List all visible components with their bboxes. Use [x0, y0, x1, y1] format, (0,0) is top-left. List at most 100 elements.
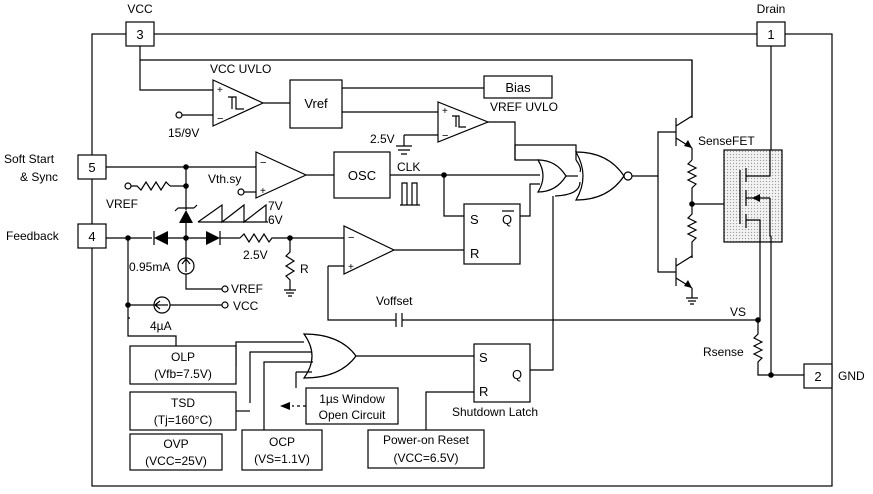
- pwm-comparator: − +: [343, 225, 396, 275]
- zener-diode: [174, 198, 198, 238]
- rsense-resistor: [752, 320, 771, 376]
- rsense-label: Rsense: [703, 345, 744, 359]
- ss-vref-terminal: [124, 182, 132, 190]
- ovp-label-2: (VCC=25V): [145, 454, 207, 468]
- vref-block: [289, 79, 343, 129]
- ocp-box: [241, 429, 323, 471]
- protection-or-gate: [302, 333, 357, 379]
- voffset-label: Voffset: [376, 294, 413, 308]
- vcc-src-label: VCC: [233, 299, 259, 313]
- osc-block: [333, 151, 391, 199]
- i-4ua-label: 4µA: [150, 319, 172, 333]
- sr-s-label: S: [470, 212, 479, 227]
- por-box: [367, 429, 485, 469]
- sr-r-label: R: [470, 246, 479, 261]
- vs-label: VS: [730, 305, 746, 319]
- sync-comparator: − +: [255, 151, 308, 199]
- por-label-1: Power-on Reset: [383, 433, 470, 447]
- tsd-box: [129, 391, 237, 431]
- fb-resistor: [239, 232, 344, 244]
- latch-r-label: R: [479, 384, 488, 399]
- pin-drain-number: 1: [767, 27, 774, 42]
- vref-uvlo-comparator: + − VREF UVLO: [437, 100, 558, 143]
- pin-vcc: VCC 3: [125, 2, 155, 47]
- r-label: R: [300, 262, 309, 276]
- sr-flipflop: [463, 203, 521, 265]
- ramp-waveform-icon: [197, 203, 268, 224]
- vth-sy-label: Vth.sy: [208, 172, 241, 186]
- ocp-label-1: OCP: [269, 435, 295, 449]
- pin-gnd-number: 2: [814, 369, 821, 384]
- ss-vref-label: VREF: [106, 197, 138, 211]
- pin-soft-start-number: 5: [88, 160, 95, 175]
- pin-gnd: 2 GND: [803, 363, 865, 389]
- olp-label-1: OLP: [171, 350, 195, 364]
- pin-feedback-number: 4: [88, 229, 95, 244]
- pulldown-resistor: [284, 238, 296, 297]
- pin-feedback: Feedback 4: [6, 223, 107, 249]
- tsd-label-2: (Tj=160°C): [154, 413, 212, 427]
- upper-transistor: [675, 60, 693, 149]
- pin-soft-start-label-1: Soft Start: [4, 152, 55, 166]
- vcc-uvlo-comparator: + − VCC UVLO: [210, 62, 271, 127]
- svg-text:+: +: [348, 262, 354, 273]
- window-label-1: 1µs Window: [319, 392, 385, 406]
- pin-soft-start: Soft Start & Sync 5: [4, 152, 107, 184]
- nor-gate: [574, 151, 625, 201]
- svg-text:+: +: [217, 85, 223, 96]
- sr-q-label: Q: [502, 212, 512, 227]
- uvlo-ref-terminal: [175, 111, 183, 119]
- pin-gnd-label: GND: [838, 369, 865, 383]
- ocp-label-2: (VS=1.1V): [254, 452, 310, 466]
- ramp-6v-label: 6V: [268, 213, 283, 227]
- clk-label: CLK: [397, 160, 420, 174]
- latch-name-label: Shutdown Latch: [452, 405, 538, 419]
- olp-label-2: (Vfb=7.5V): [154, 367, 212, 381]
- svg-text:−: −: [217, 113, 223, 125]
- gate-resistor-top: [686, 159, 698, 204]
- pin-vcc-label: VCC: [127, 2, 153, 16]
- window-box: [305, 387, 399, 425]
- ovp-label-1: OVP: [163, 437, 188, 451]
- vref-uvlo-label: VREF UVLO: [490, 100, 558, 114]
- shutdown-latch: [473, 343, 531, 403]
- svg-text:+: +: [442, 106, 448, 117]
- pin-feedback-label: Feedback: [6, 229, 60, 243]
- pin-vcc-number: 3: [136, 27, 143, 42]
- svg-text:−: −: [260, 157, 266, 169]
- clk-pulse-icon: [400, 182, 420, 206]
- pin-drain-label: Drain: [757, 2, 786, 16]
- ovp-box: [129, 433, 223, 471]
- vref-label: Vref: [304, 96, 328, 111]
- i-095-label: 0.95mA: [129, 260, 170, 274]
- pin-soft-start-label-2: & Sync: [20, 170, 58, 184]
- vcc-uvlo-label: VCC UVLO: [210, 62, 271, 76]
- clk-voltage-label: 2.5V: [370, 132, 395, 146]
- svg-text:−: −: [442, 130, 448, 142]
- latch-q-label: Q: [512, 367, 522, 382]
- tsd-label-1: TSD: [171, 396, 195, 410]
- olp-box: [129, 345, 237, 385]
- por-label-2: (VCC=6.5V): [393, 451, 458, 465]
- ss-resistor: [131, 180, 171, 192]
- vref-fb-label: VREF: [231, 282, 263, 296]
- latch-s-label: S: [479, 350, 488, 365]
- vcc-to-uvlo-wire: [139, 60, 213, 91]
- sensefet-block: [723, 149, 783, 243]
- fb-diode-1: [153, 231, 168, 245]
- chip-outline: [91, 33, 833, 487]
- or-gate: [536, 159, 567, 193]
- gate-resistor-bottom: [686, 204, 698, 258]
- uvlo-ref-label: 15/9V: [168, 126, 199, 140]
- lower-transistor: [675, 254, 693, 289]
- fb-diode-2: [206, 231, 221, 245]
- osc-label: OSC: [348, 168, 376, 183]
- voffset-capacitor: [395, 313, 758, 327]
- ramp-7v-label: 7V: [268, 199, 283, 213]
- fb-25v-label: 2.5V: [243, 248, 268, 262]
- bias-label: Bias: [505, 80, 531, 95]
- svg-text:−: −: [348, 232, 354, 244]
- svg-text:+: +: [260, 186, 266, 197]
- window-label-2: Open Circuit: [319, 408, 386, 422]
